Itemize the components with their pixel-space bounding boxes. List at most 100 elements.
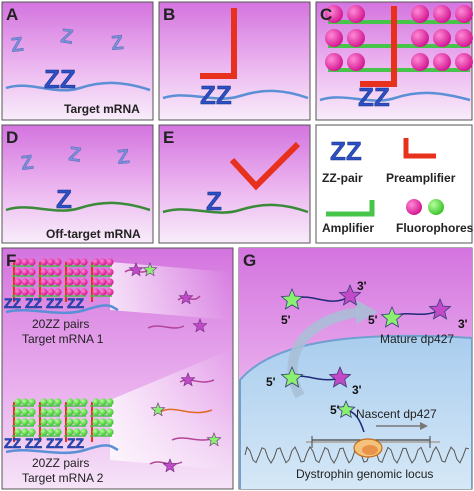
fluorophore-magenta — [433, 29, 451, 47]
fluorophore-star — [192, 318, 208, 333]
target-mrna-strand — [162, 89, 309, 100]
fluorophore-green — [21, 418, 29, 426]
panel-d-label: D — [6, 128, 18, 147]
floating-z-probe: Z — [20, 151, 35, 174]
fluorophore-green — [14, 398, 22, 406]
fluorophore-magenta — [106, 278, 114, 286]
signal-cluster-green — [12, 398, 114, 442]
fluorophore-green — [66, 418, 74, 426]
fluorophore-magenta — [411, 5, 429, 23]
fluorophore-magenta — [411, 53, 429, 71]
fluorophore-green — [21, 408, 29, 416]
fluorophore-green — [40, 398, 48, 406]
fluorophore-magenta — [14, 258, 22, 266]
panel-e-label: E — [163, 128, 174, 147]
z-single-bound: Z — [56, 184, 72, 214]
fluorophore-magenta — [347, 29, 365, 47]
legend-fluorophore-green — [428, 199, 444, 215]
target-mrna-strand-2 — [5, 444, 119, 455]
fluorophore-green — [40, 418, 48, 426]
three-prime-label: 3' — [357, 279, 367, 293]
fluorophore-green — [21, 428, 29, 436]
fluorophore-magenta — [347, 53, 365, 71]
transcript — [159, 408, 213, 414]
fluorophore-magenta — [54, 258, 62, 266]
fluorophore-green — [28, 408, 36, 416]
probe-star — [336, 399, 356, 419]
offtarget-mrna-strand — [5, 201, 151, 212]
caption-target-2: Target mRNA 2 — [22, 471, 104, 485]
fluorophore-magenta — [28, 288, 36, 296]
fluorophore-green — [99, 418, 107, 426]
fluorophore-magenta — [455, 29, 473, 47]
fluorophore-magenta — [47, 278, 55, 286]
fluorophore-green — [28, 418, 36, 426]
fluorophore-green — [80, 408, 88, 416]
fluorophore-magenta — [99, 288, 107, 296]
three-prime-label: 3' — [352, 383, 362, 397]
fluorophore-magenta — [325, 5, 343, 23]
fluorophore-magenta — [106, 258, 114, 266]
fluorophore-green — [92, 418, 100, 426]
fluorophore-magenta — [47, 258, 55, 266]
fluorophore-green — [54, 408, 62, 416]
fluorophore-green — [80, 398, 88, 406]
fluorophore-green — [106, 408, 114, 416]
legend-zz-symbol: ZZ — [330, 136, 362, 166]
fluorophore-green — [28, 428, 36, 436]
fluorophore-green — [14, 408, 22, 416]
unbound-preamplifier — [229, 141, 301, 191]
fluorophore-star — [150, 402, 166, 417]
genomic-locus-label: Dystrophin genomic locus — [296, 467, 433, 481]
zz-pair-row-2: ZZ ZZ ZZ ZZ — [4, 435, 85, 451]
fluorophore-star — [178, 290, 194, 305]
floating-z-probe: Z — [110, 32, 124, 55]
fluorophore-green — [54, 428, 62, 436]
target-mrna-strand — [319, 91, 471, 102]
fluorophore-magenta — [80, 268, 88, 276]
fluorophore-magenta — [99, 268, 107, 276]
fluorophore-star — [206, 432, 222, 447]
rna-polymerase-core — [362, 445, 378, 455]
fluorophore-green — [47, 418, 55, 426]
legend-panel: ZZ ZZ-pair Preamplifier Amplifier Fluoro… — [315, 124, 474, 244]
panel-b: B ZZ — [158, 1, 311, 121]
three-prime-label: 3' — [458, 317, 468, 331]
legend-preamplifier-symbol — [403, 138, 436, 159]
fluorophore-magenta — [92, 278, 100, 286]
fluorophore-green — [73, 428, 81, 436]
fluorophore-magenta — [54, 268, 62, 276]
fluorophore-magenta — [47, 288, 55, 296]
target-mrna-caption: Target mRNA — [64, 102, 140, 116]
panel-c: ZZ C — [315, 1, 473, 121]
transcript — [179, 379, 215, 383]
panel-a: A Z Z Z ZZ Target mRNA — [1, 1, 154, 121]
zz-pair-bound: ZZ — [44, 64, 76, 94]
signal-cluster-magenta — [12, 258, 114, 302]
fluorophore-magenta — [92, 268, 100, 276]
amplifier-array — [328, 20, 470, 72]
fluorophore-green — [106, 398, 114, 406]
export-arrow-head — [356, 300, 378, 324]
probe-star — [328, 365, 352, 388]
transcript — [147, 325, 185, 329]
zz-pair-bound: ZZ — [200, 80, 232, 110]
fluorophore-green — [92, 408, 100, 416]
panel-f: ZZ ZZ ZZ ZZ 20ZZ pairs Target mRNA 1 ZZ … — [1, 247, 234, 490]
fluorophore-magenta — [28, 278, 36, 286]
five-prime-label: 5' — [281, 313, 291, 327]
fluorophore-magenta — [14, 268, 22, 276]
fluorophore-magenta — [21, 278, 29, 286]
fluorophore-magenta — [47, 268, 55, 276]
zz-pair-row-1: ZZ ZZ ZZ ZZ — [4, 295, 85, 311]
fluorophore-magenta — [455, 53, 473, 71]
fluorophore-green — [28, 398, 36, 406]
fluorophore-magenta — [106, 268, 114, 276]
mature-dp427-label: Mature dp427 — [380, 332, 454, 346]
caption-pairs-2: 20ZZ pairs — [32, 456, 89, 470]
fluorophore-magenta — [40, 268, 48, 276]
floating-z-probe: Z — [59, 25, 74, 48]
target-mrna-strand — [5, 81, 151, 92]
fluorophore-green — [21, 398, 29, 406]
panel-b-label: B — [163, 5, 175, 24]
